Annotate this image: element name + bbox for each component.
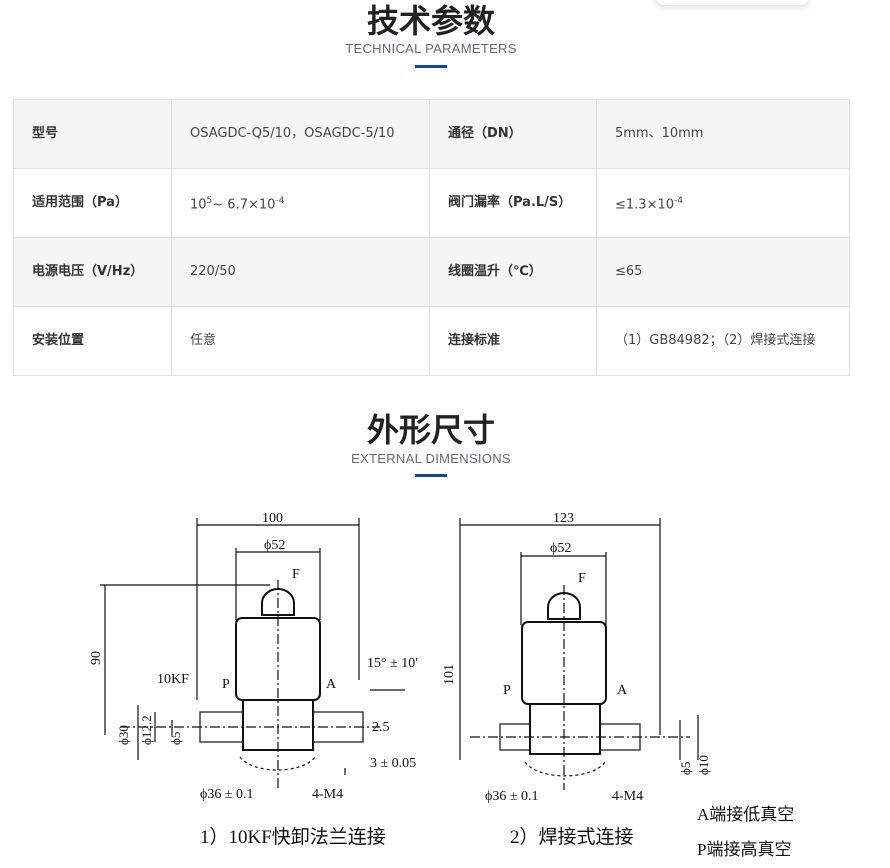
caption-left: 1）10KF快卸法兰连接	[200, 826, 386, 848]
label-f: F	[578, 571, 586, 586]
section-title-dimensions: 外形尺寸	[366, 411, 495, 449]
param-value: 220/50	[171, 237, 430, 307]
valve-right-drawing	[459, 518, 699, 790]
section-title-technical: 技术参数	[366, 2, 495, 40]
param-label: 型号	[13, 99, 172, 169]
param-value: 105~ 6.7×10-4	[171, 168, 430, 238]
param-value: OSAGDC-Q5/10，OSAGDC-5/10	[171, 99, 430, 169]
table-row: 电源电压（V/Hz） 220/50 线圈温升（℃） ≤65	[13, 237, 850, 307]
dim-d52: ϕ52	[264, 538, 285, 553]
dim-d36: ϕ36 ± 0.1	[485, 789, 539, 804]
dim-angle: 15° ± 10′	[367, 656, 418, 671]
dim-d5: ϕ5	[168, 732, 183, 745]
label-10kf: 10KF	[157, 672, 189, 687]
table-row: 型号 OSAGDC-Q5/10，OSAGDC-5/10 通径（DN） 5mm、1…	[13, 99, 850, 169]
dim-height: 90	[89, 651, 104, 665]
label-f: F	[292, 567, 300, 582]
note-a-port: A端接低真空	[697, 805, 794, 824]
dimension-drawing: 100 ϕ52 F 90 10KF P A 15° ± 10′ ϕ30 ϕ12.…	[89, 511, 794, 859]
param-label: 安装位置	[13, 306, 172, 376]
label-a: A	[617, 683, 628, 698]
value-base: 10	[190, 197, 207, 213]
param-value: 任意	[171, 306, 430, 376]
label-a: A	[326, 677, 337, 692]
param-label: 电源电压（V/Hz）	[13, 237, 172, 307]
dim-d5: ϕ5	[678, 762, 693, 775]
section-subtitle-technical: TECHNICAL PARAMETERS	[345, 41, 517, 56]
note-p-port: P端接高真空	[697, 840, 791, 859]
dim-d30: ϕ30	[116, 725, 131, 745]
dim-4m4: 4-M4	[612, 789, 643, 804]
dim-height: 101	[442, 664, 457, 685]
title-underline	[415, 65, 447, 68]
dim-width: 123	[553, 511, 574, 526]
dim-2-5: 2.5	[372, 720, 390, 735]
value-exp: -4	[275, 195, 285, 206]
dim-width: 100	[262, 511, 283, 526]
dim-4m4: 4-M4	[312, 787, 343, 802]
param-label: 阀门漏率（Pa.L/S）	[429, 168, 597, 238]
param-label: 连接标准	[429, 306, 597, 376]
caption-right: 2）焊接式连接	[510, 826, 634, 848]
value-mid: ~ 6.7×10	[212, 197, 276, 213]
dim-d52: ϕ52	[550, 541, 571, 556]
table-row: 安装位置 任意 连接标准 （1）GB84982；（2）焊接式连接	[13, 306, 850, 376]
dim-d10: ϕ10	[696, 755, 711, 775]
dim-d36: ϕ36 ± 0.1	[200, 787, 254, 802]
dim-d12: ϕ12.2	[139, 715, 154, 745]
valve-left-drawing	[100, 518, 405, 790]
param-value: ≤1.3×10-4	[596, 168, 850, 238]
label-p: P	[503, 683, 511, 698]
table-row: 适用范围（Pa） 105~ 6.7×10-4 阀门漏率（Pa.L/S） ≤1.3…	[13, 168, 850, 238]
dim-3: 3 ± 0.05	[370, 756, 416, 771]
top-card	[655, 0, 810, 5]
param-label: 线圈温升（℃）	[429, 237, 597, 307]
value-exp: 5	[206, 195, 213, 206]
param-value: 5mm、10mm	[596, 99, 850, 169]
value-base: ≤1.3×10	[615, 197, 675, 213]
section-subtitle-dimensions: EXTERNAL DIMENSIONS	[351, 451, 511, 466]
parameters-table: 型号 OSAGDC-Q5/10，OSAGDC-5/10 通径（DN） 5mm、1…	[13, 99, 850, 376]
value-exp: -4	[674, 195, 683, 206]
label-p: P	[222, 677, 230, 692]
param-value: ≤65	[596, 237, 850, 307]
param-label: 通径（DN）	[429, 99, 597, 169]
param-label: 适用范围（Pa）	[13, 168, 172, 238]
title-underline	[415, 474, 447, 477]
param-value: （1）GB84982；（2）焊接式连接	[596, 306, 850, 376]
